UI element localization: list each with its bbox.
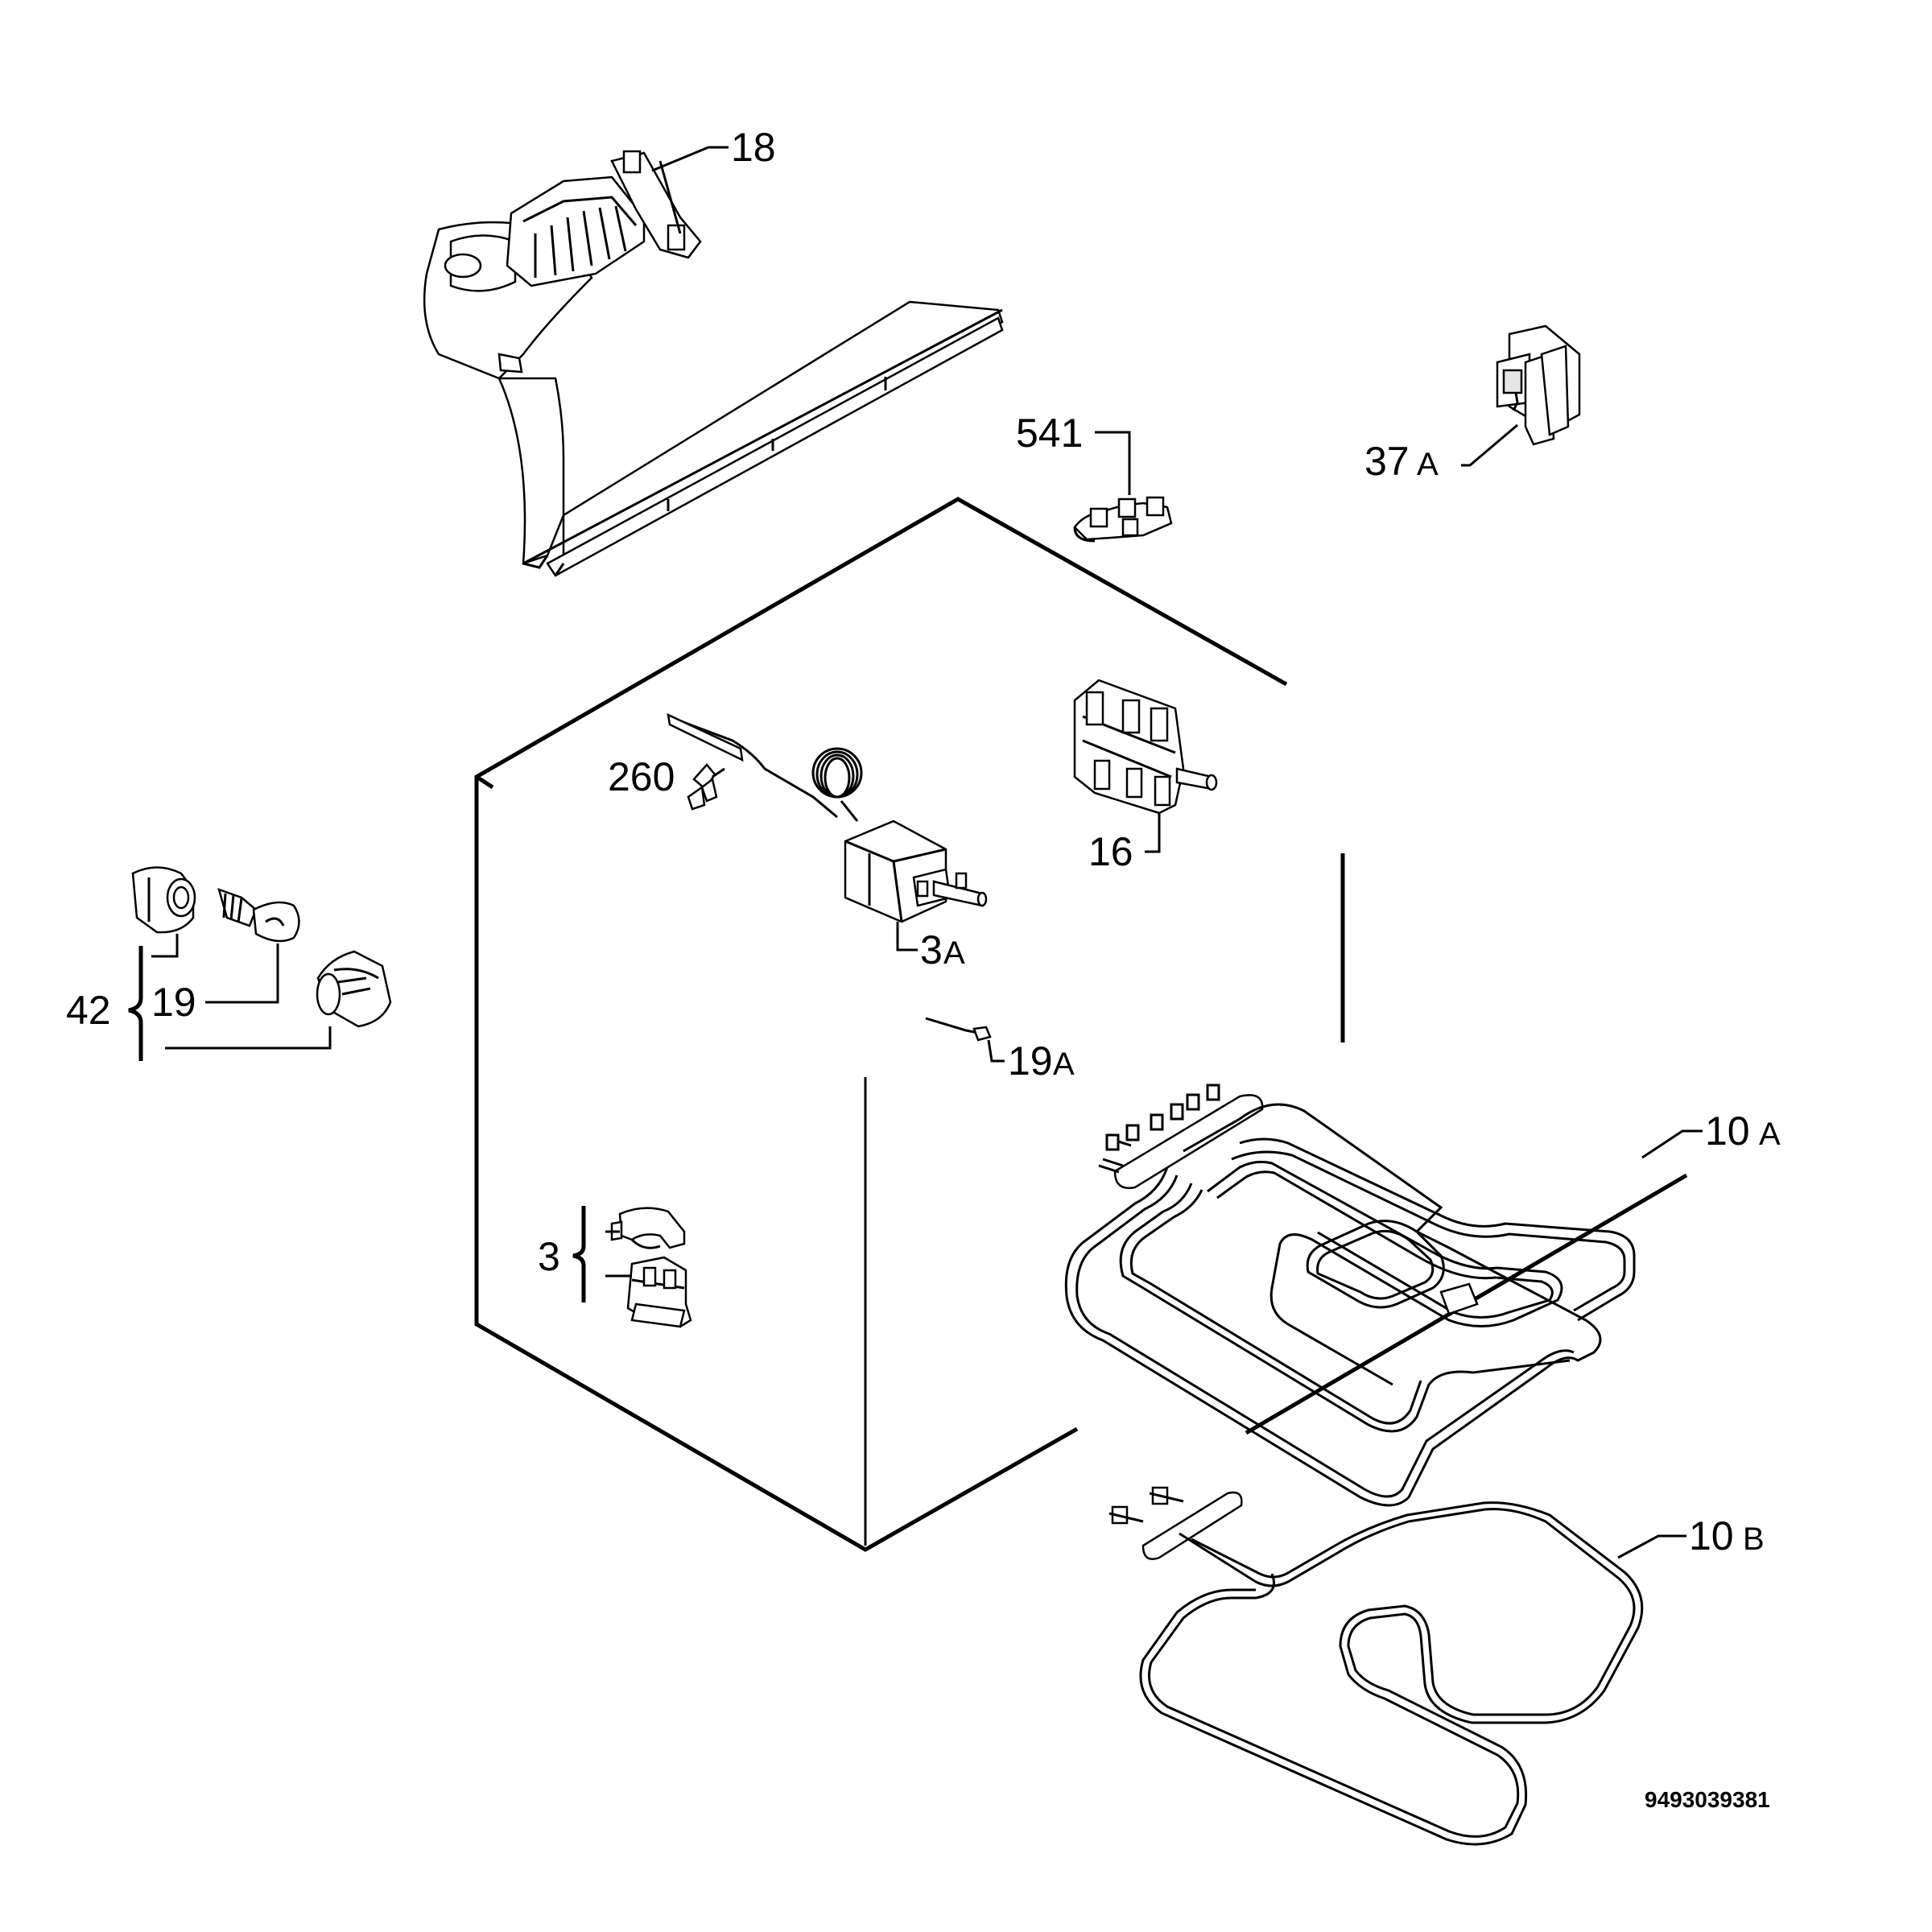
label-3a-suffix: A xyxy=(943,935,965,971)
part-lamp-glass-cover xyxy=(316,950,392,1028)
label-19: 19 xyxy=(151,980,196,1025)
label-10a-suffix: A xyxy=(1759,1117,1781,1152)
label-42: 42 xyxy=(66,988,111,1033)
part-10b-lower-element xyxy=(1108,1486,1644,1846)
drawing-reference-code: 9493039381 xyxy=(1645,1787,1770,1812)
label-10b-number: 10 xyxy=(1689,1513,1734,1558)
label-19a-number: 19 xyxy=(1008,1038,1053,1084)
part-260-clip xyxy=(687,763,725,811)
part-16-selector-switch xyxy=(1073,679,1218,815)
label-541: 541 xyxy=(1016,411,1083,456)
part-3-upper-clip xyxy=(610,1207,686,1249)
label-3: 3 xyxy=(538,1234,560,1279)
label-18: 18 xyxy=(731,125,776,170)
label-260: 260 xyxy=(608,754,675,799)
label-3a-number: 3 xyxy=(920,927,943,972)
part-42-lamp-holder xyxy=(131,866,196,934)
part-19a-wire xyxy=(925,1017,992,1042)
part-37a-switch xyxy=(1496,324,1581,446)
part-541-terminal-block xyxy=(1073,496,1173,543)
part-18-duct xyxy=(423,150,1004,577)
part-10a-grill-element xyxy=(1064,1084,1688,1507)
label-37a-suffix: A xyxy=(1417,447,1439,482)
part-3-lower-clip xyxy=(626,1256,692,1328)
part-3a-thermostat xyxy=(667,712,988,923)
label-19a-suffix: A xyxy=(1053,1046,1075,1082)
oven-cavity-outline xyxy=(474,497,1345,1552)
label-10b-suffix: B xyxy=(1743,1521,1765,1557)
part-19-bulb xyxy=(217,888,300,943)
label-16: 16 xyxy=(1088,829,1133,874)
label-10a-number: 10 xyxy=(1705,1108,1750,1154)
label-37a-number: 37 xyxy=(1364,439,1410,484)
